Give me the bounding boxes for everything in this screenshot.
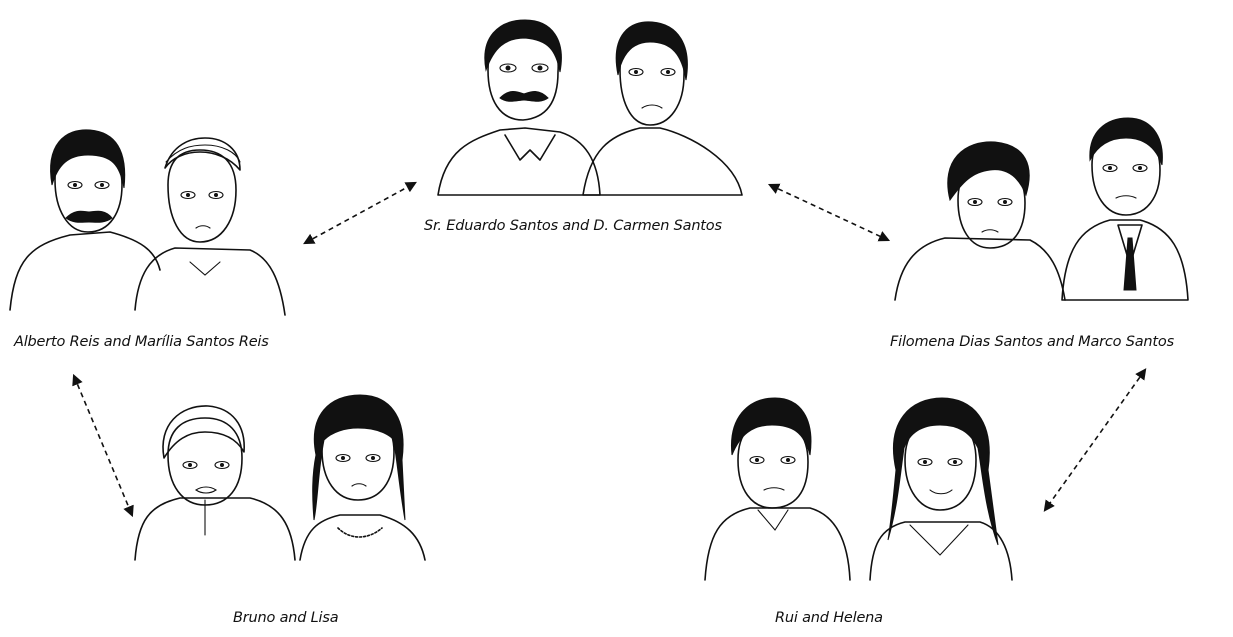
arrow-grandparents-right-couple bbox=[767, 183, 891, 242]
helena-portrait bbox=[869, 397, 1013, 581]
lisa-portrait bbox=[299, 394, 426, 561]
marco-santos-portrait bbox=[1061, 117, 1189, 301]
eduardo-santos-portrait bbox=[437, 19, 601, 196]
alberto-reis-portrait bbox=[9, 129, 161, 311]
carmen-santos-portrait bbox=[582, 21, 743, 196]
bruno-portrait bbox=[134, 405, 296, 561]
marilia-santos-reis-portrait bbox=[134, 137, 286, 316]
caption-left-children: Bruno and Lisa bbox=[233, 610, 339, 626]
caption-right-children: Rui and Helena bbox=[775, 610, 883, 626]
caption-left-couple: Alberto Reis and Marília Santos Reis bbox=[14, 334, 269, 350]
arrow-left-couple-left-children bbox=[72, 373, 134, 518]
caption-right-couple: Filomena Dias Santos and Marco Santos bbox=[890, 334, 1174, 350]
arrow-left-couple-grandparents bbox=[303, 181, 417, 245]
rui-portrait bbox=[704, 397, 851, 581]
arrow-right-couple-right-children bbox=[1043, 368, 1147, 512]
caption-grandparents: Sr. Eduardo Santos and D. Carmen Santos bbox=[424, 218, 722, 234]
filomena-dias-santos-portrait bbox=[894, 141, 1066, 301]
